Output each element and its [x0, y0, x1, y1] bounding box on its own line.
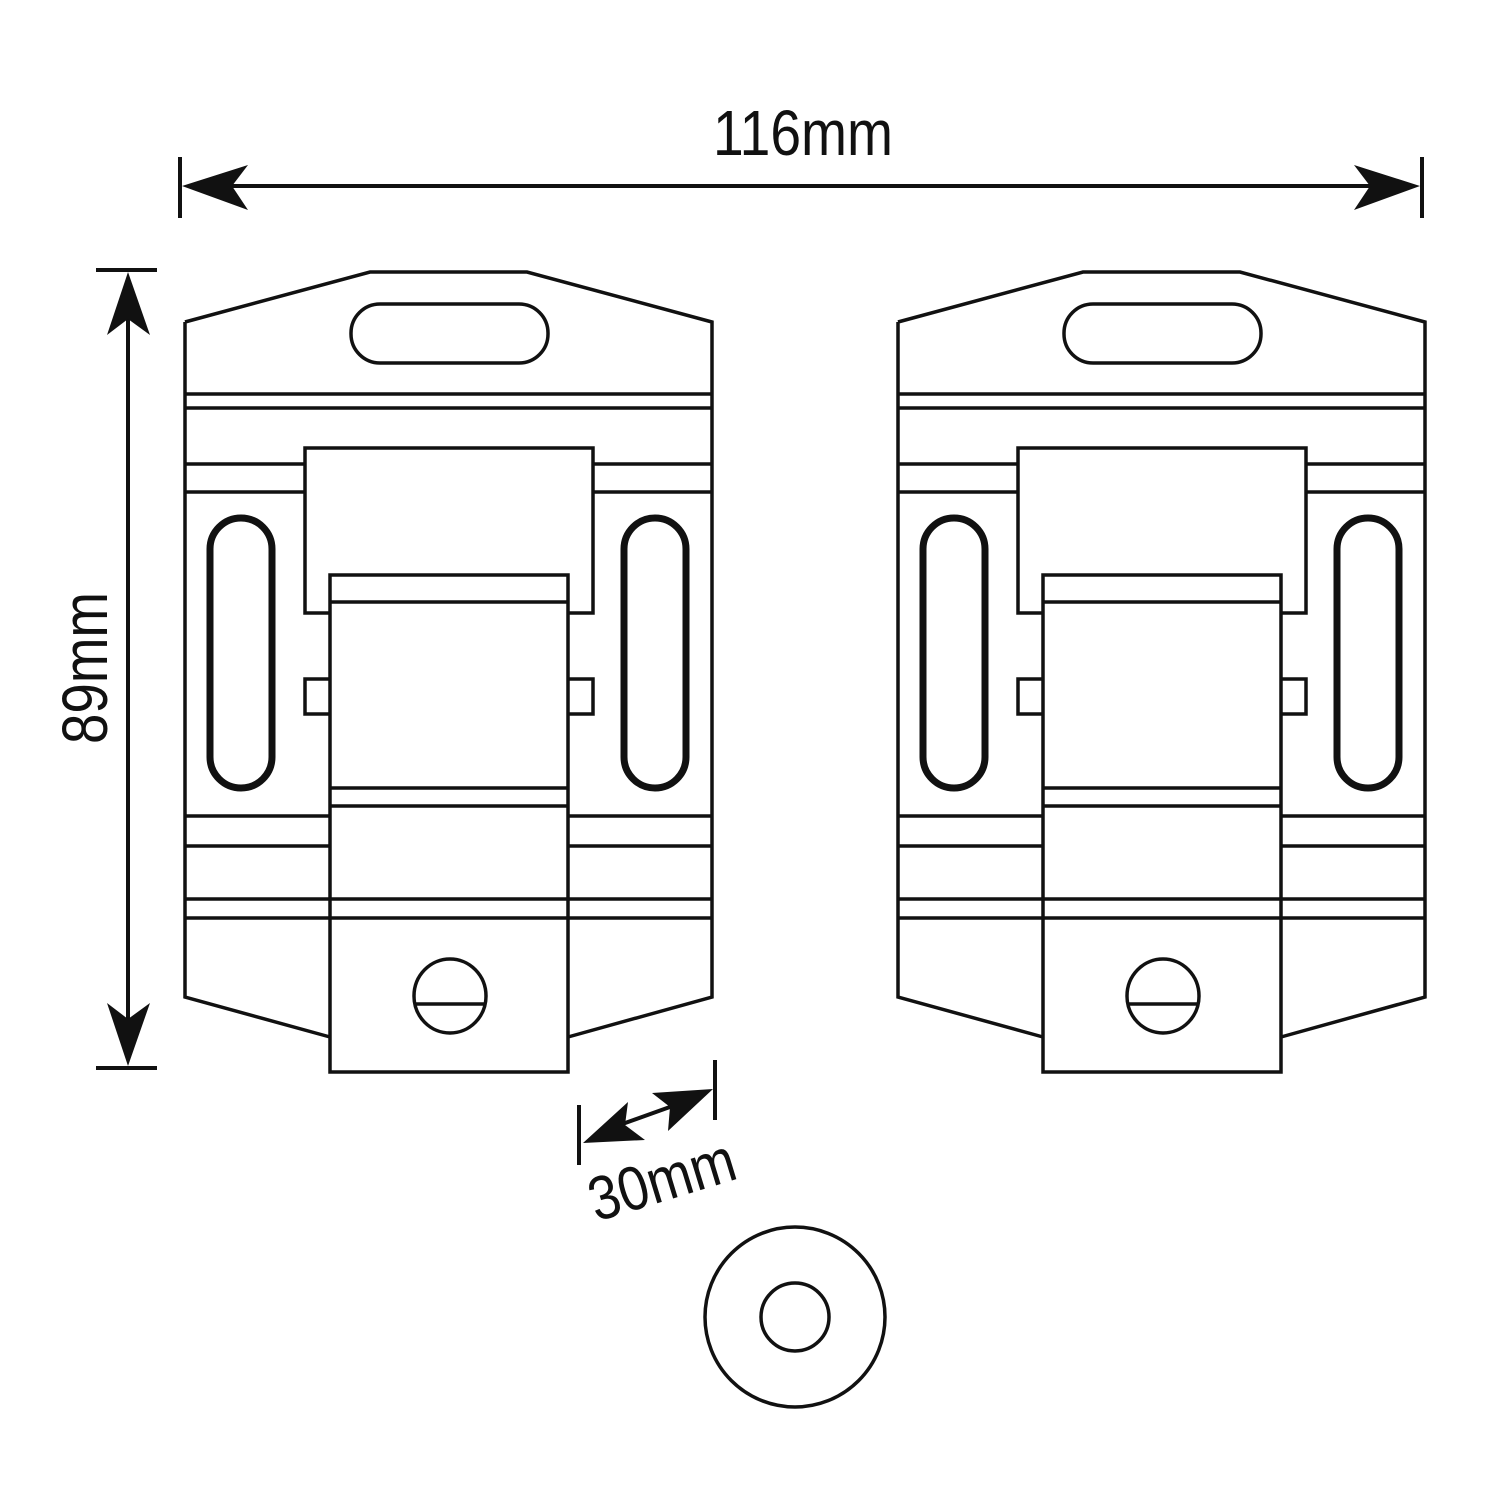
- height-dimension: [96, 268, 157, 1070]
- arrow-left-icon: [182, 165, 248, 210]
- arrow-small-right-icon: [652, 1089, 713, 1131]
- arrow-down-icon: [107, 1003, 150, 1066]
- washer: [703, 1225, 887, 1409]
- width-dimension: [178, 157, 1424, 218]
- height-label: 89mm: [49, 592, 121, 744]
- arrow-right-icon: [1354, 165, 1420, 210]
- strap-width-label: 30mm: [580, 1125, 744, 1235]
- strap-width-dimension: [577, 1060, 717, 1165]
- arrow-small-left-icon: [583, 1102, 645, 1143]
- width-label: 116mm: [713, 97, 893, 169]
- clip-left: [185, 272, 712, 1072]
- clip-right: [898, 272, 1425, 1072]
- arrow-up-icon: [107, 272, 150, 335]
